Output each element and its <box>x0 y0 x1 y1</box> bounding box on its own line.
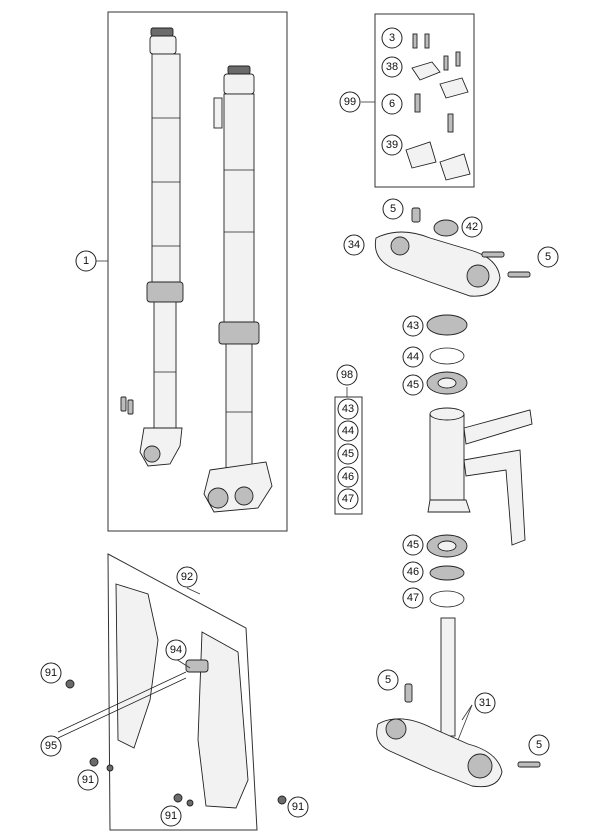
leader-lines <box>95 101 473 741</box>
svg-text:5: 5 <box>385 674 391 686</box>
callout-42: 42 <box>461 216 483 238</box>
svg-text:42: 42 <box>466 221 478 233</box>
callout-91-left: 91 <box>40 662 62 684</box>
callout-45-kit: 45 <box>337 443 359 465</box>
svg-text:43: 43 <box>342 403 354 415</box>
svg-text:43: 43 <box>407 320 419 332</box>
callout-92: 92 <box>176 566 198 588</box>
callout-31: 31 <box>474 692 496 714</box>
svg-text:31: 31 <box>479 697 491 709</box>
callout-91-bottom-center: 91 <box>160 805 182 827</box>
svg-text:38: 38 <box>386 61 398 73</box>
callout-47-kit: 47 <box>337 488 359 510</box>
svg-text:3: 3 <box>389 32 395 44</box>
steering-head-frame <box>427 407 533 546</box>
fork-guards <box>57 583 249 809</box>
callout-91-bottom-right: 91 <box>287 796 309 818</box>
fork-guard-frame <box>107 553 258 831</box>
callout-3: 3 <box>381 27 403 49</box>
svg-text:95: 95 <box>45 740 57 752</box>
svg-text:45: 45 <box>407 539 419 551</box>
svg-text:94: 94 <box>170 644 182 656</box>
axle-clamp-screws <box>120 396 134 415</box>
svg-text:46: 46 <box>407 566 419 578</box>
right-fork-leg <box>203 65 273 513</box>
svg-text:44: 44 <box>342 425 354 437</box>
svg-text:92: 92 <box>181 571 193 583</box>
callout-43-upper: 43 <box>402 315 424 337</box>
callout-6: 6 <box>381 93 403 115</box>
callout-39: 39 <box>381 134 403 156</box>
callout-5-upper-bolt: 5 <box>382 198 404 220</box>
svg-text:45: 45 <box>342 448 354 460</box>
svg-text:5: 5 <box>390 203 396 215</box>
callout-46-kit: 46 <box>337 466 359 488</box>
clamp-kit-parts <box>405 33 471 181</box>
left-fork-leg <box>139 27 184 467</box>
svg-text:45: 45 <box>407 379 419 391</box>
callout-34: 34 <box>343 234 365 256</box>
callout-91-bottom-left: 91 <box>77 769 99 791</box>
svg-text:34: 34 <box>348 239 360 251</box>
lower-triple-clamp <box>376 617 541 788</box>
upper-triple-clamp <box>374 207 531 297</box>
svg-text:6: 6 <box>389 98 395 110</box>
callout-5-lower-clamp-bolt: 5 <box>528 734 550 756</box>
svg-text:98: 98 <box>341 369 353 381</box>
lower-bearing-stack <box>426 534 468 608</box>
callout-5-lower-bolt: 5 <box>377 669 399 691</box>
callout-38: 38 <box>381 56 403 78</box>
callout-43-kit: 43 <box>337 398 359 420</box>
svg-text:44: 44 <box>407 351 419 363</box>
svg-text:39: 39 <box>386 139 398 151</box>
callout-98: 98 <box>336 364 358 386</box>
svg-text:91: 91 <box>82 774 94 786</box>
callout-95: 95 <box>40 735 62 757</box>
svg-text:47: 47 <box>342 493 354 505</box>
fork-assembly-frame <box>107 11 288 532</box>
svg-text:91: 91 <box>45 667 57 679</box>
svg-text:1: 1 <box>83 255 89 267</box>
callout-46-lower: 46 <box>402 561 424 583</box>
callout-94: 94 <box>165 639 187 661</box>
callout-1: 1 <box>75 250 97 272</box>
callout-5-upper-clamp-bolts: 5 <box>537 246 559 268</box>
callout-45-lower: 45 <box>402 534 424 556</box>
callout-44-upper: 44 <box>402 346 424 368</box>
svg-text:99: 99 <box>344 96 356 108</box>
svg-text:46: 46 <box>342 471 354 483</box>
svg-text:5: 5 <box>545 251 551 263</box>
upper-bearing-stack <box>426 314 468 395</box>
svg-text:91: 91 <box>292 801 304 813</box>
callout-44-kit: 44 <box>337 420 359 442</box>
callout-45-upper: 45 <box>402 374 424 396</box>
callout-99: 99 <box>339 91 361 113</box>
callout-47-lower: 47 <box>402 587 424 609</box>
svg-text:47: 47 <box>407 592 419 604</box>
svg-text:5: 5 <box>536 739 542 751</box>
svg-text:91: 91 <box>165 810 177 822</box>
guard-bolts <box>65 679 287 807</box>
clamp-kit-frame <box>374 13 475 188</box>
